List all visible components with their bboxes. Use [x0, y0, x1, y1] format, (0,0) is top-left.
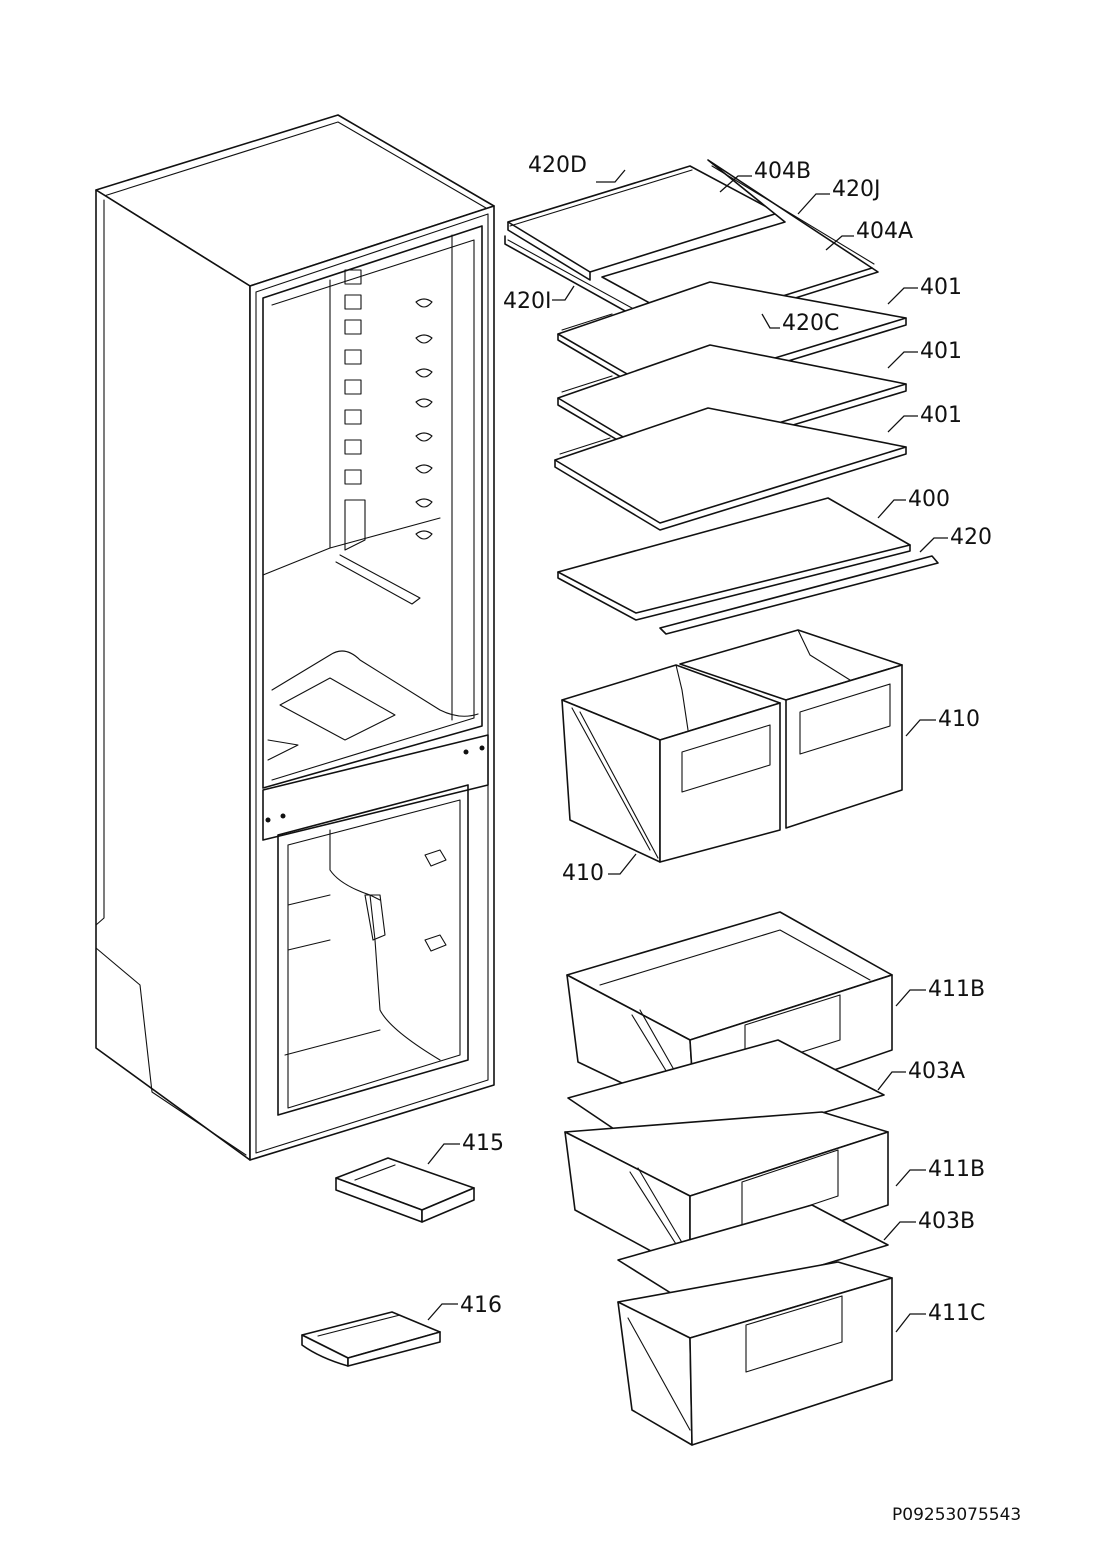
shelf-support-rails — [344, 269, 366, 551]
shelf-support-clips — [415, 298, 433, 540]
svg-text:403A: 403A — [908, 1059, 965, 1084]
part-label-416: 416 — [427, 1293, 502, 1321]
part-label-401-middle: 401 — [887, 339, 962, 369]
part-label-420: 420 — [919, 525, 992, 553]
svg-text:410: 410 — [938, 707, 980, 732]
svg-text:420D: 420D — [528, 153, 587, 178]
part-label-411B-lower: 411B — [895, 1157, 985, 1187]
part-label-403B: 403B — [883, 1209, 975, 1241]
svg-text:411B: 411B — [928, 1157, 985, 1182]
svg-text:416: 416 — [460, 1293, 502, 1318]
glass-trim-strip — [659, 555, 939, 635]
svg-text:420I: 420I — [503, 289, 551, 314]
svg-text:411C: 411C — [928, 1301, 985, 1326]
part-label-411B-upper: 411B — [895, 977, 985, 1007]
part-label-415: 415 — [427, 1131, 504, 1165]
svg-text:404A: 404A — [856, 219, 913, 244]
part-label-401-top: 401 — [887, 275, 962, 305]
ice-cube-tray-415 — [335, 1157, 475, 1223]
part-label-403A: 403A — [877, 1059, 965, 1091]
diagram-code: P09253075543 — [892, 1505, 1021, 1525]
crisper-cover-glass — [557, 497, 911, 621]
part-label-400: 400 — [877, 487, 950, 519]
glass-shelf-3 — [554, 407, 907, 531]
svg-text:420: 420 — [950, 525, 992, 550]
refrigerator-cabinet — [95, 114, 495, 1161]
ice-cube-tray-416 — [301, 1311, 441, 1367]
part-label-411C: 411C — [895, 1301, 985, 1333]
freezer-drawer-bottom — [617, 1261, 893, 1446]
svg-text:420J: 420J — [832, 177, 880, 202]
svg-text:415: 415 — [462, 1131, 504, 1156]
svg-text:401: 401 — [920, 339, 962, 364]
part-label-420C: 420C — [761, 311, 839, 336]
part-label-420J: 420J — [797, 177, 880, 215]
svg-text:401: 401 — [920, 403, 962, 428]
part-label-401-bottom: 401 — [887, 403, 962, 433]
part-label-410-right: 410 — [905, 707, 980, 737]
svg-text:411B: 411B — [928, 977, 985, 1002]
vegetable-drawer-left — [561, 664, 781, 863]
svg-text:420C: 420C — [782, 311, 839, 336]
freezer-divider-plate-b — [617, 1204, 889, 1306]
svg-text:400: 400 — [908, 487, 950, 512]
glass-shelf-1 — [557, 281, 907, 401]
svg-text:410: 410 — [562, 861, 604, 886]
part-label-420D: 420D — [528, 153, 626, 183]
svg-text:403B: 403B — [918, 1209, 975, 1234]
part-label-404A: 404A — [825, 219, 913, 251]
svg-text:404B: 404B — [754, 159, 811, 184]
svg-text:401: 401 — [920, 275, 962, 300]
vegetable-drawer-right — [679, 629, 903, 829]
part-label-420I: 420I — [503, 285, 575, 314]
top-split-shelf — [504, 159, 879, 337]
part-label-404B: 404B — [719, 159, 811, 193]
part-label-410-left: 410 — [562, 853, 637, 886]
